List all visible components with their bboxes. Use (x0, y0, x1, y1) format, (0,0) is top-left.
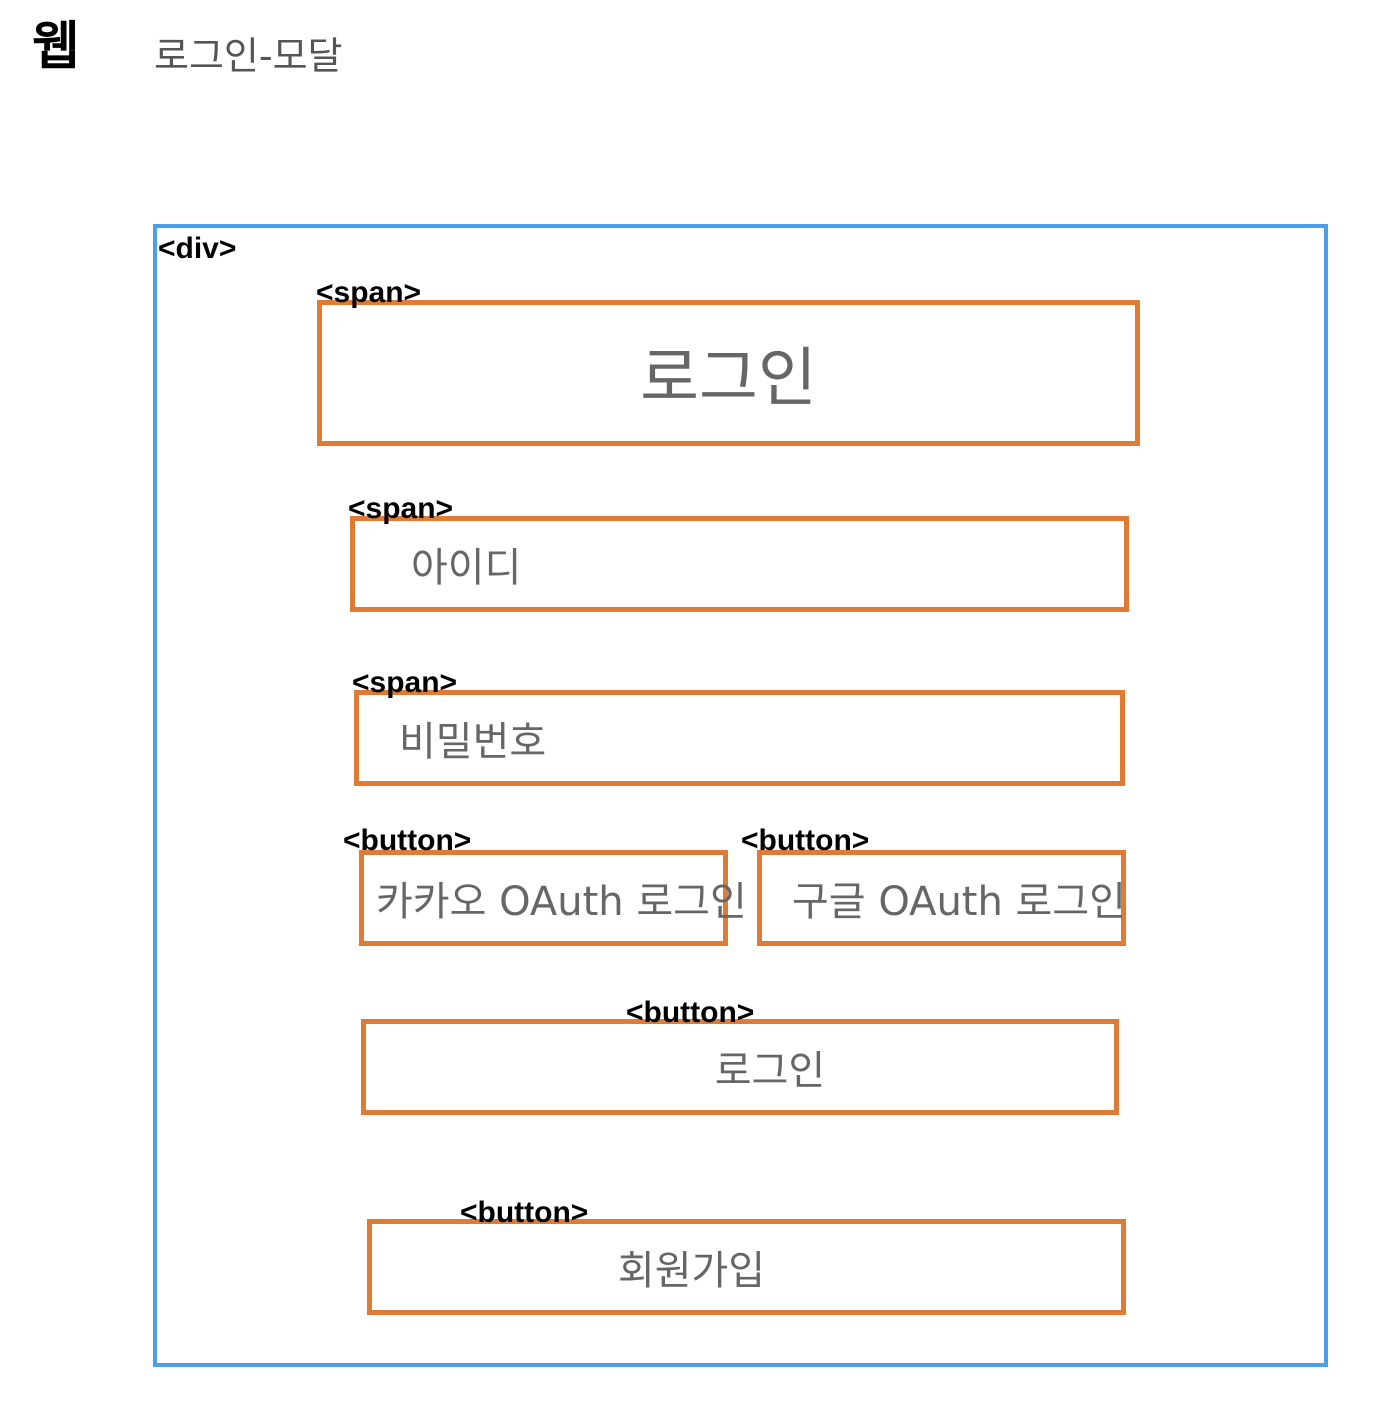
kakao-button-tag-label: <button> (343, 824, 472, 857)
login-button-tag-label: <button> (626, 996, 755, 1029)
google-button-tag-label: <button> (741, 824, 870, 857)
id-field-text: 아이디 (411, 545, 522, 591)
page-subtitle: 로그인-모달 (154, 34, 343, 78)
password-span-tag-label: <span> (352, 666, 458, 699)
kakao-oauth-login-button[interactable]: 카카오 OAuth 로그인 (359, 850, 747, 946)
modal-container-div (153, 224, 1328, 1367)
id-field-span[interactable]: 아이디 (350, 516, 1129, 612)
login-title-span: 로그인 (317, 300, 1140, 446)
password-field-text: 비밀번호 (399, 719, 547, 765)
password-field-span[interactable]: 비밀번호 (354, 690, 1125, 786)
login-title-text: 로그인 (640, 342, 817, 416)
google-oauth-login-text: 구글 OAuth 로그인 (792, 879, 1126, 925)
signup-button-text: 회원가입 (617, 1248, 766, 1294)
kakao-oauth-login-text: 카카오 OAuth 로그인 (376, 879, 747, 925)
google-oauth-login-button[interactable]: 구글 OAuth 로그인 (757, 850, 1126, 946)
signup-button-tag-label: <button> (460, 1196, 589, 1229)
login-button[interactable]: 로그인 (361, 1019, 1119, 1115)
id-span-tag-label: <span> (348, 492, 454, 525)
signup-button[interactable]: 회원가입 (367, 1219, 1126, 1315)
page-heading: 웹 (32, 17, 80, 77)
title-span-tag-label: <span> (316, 276, 422, 309)
div-tag-label: <div> (158, 232, 237, 265)
login-button-text: 로그인 (714, 1048, 826, 1094)
